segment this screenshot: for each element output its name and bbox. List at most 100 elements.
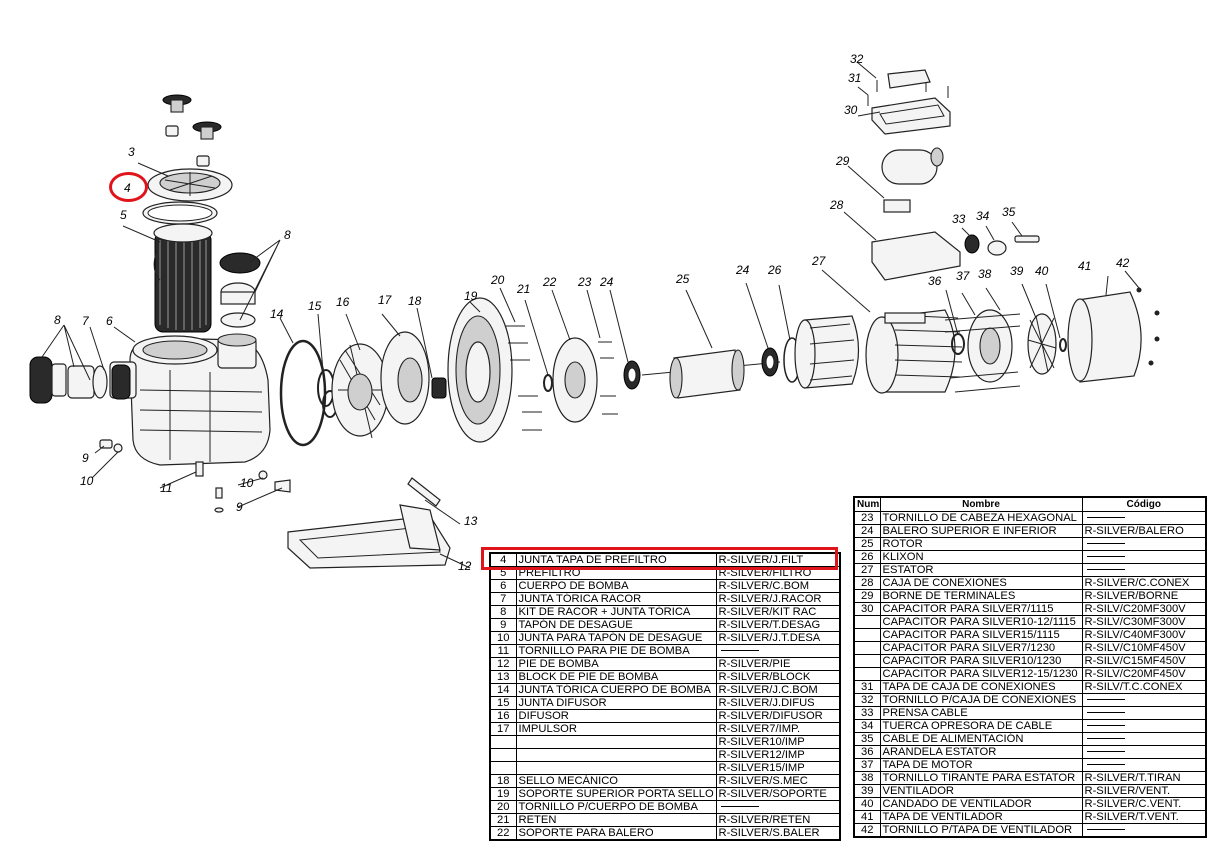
cell-name: KIT DE RACOR + JUNTA TÓRICA	[515, 605, 717, 619]
cell-code: R-SILV/C40MF300V	[1081, 628, 1207, 642]
callout-14: 14	[270, 307, 284, 321]
terminal-block	[883, 199, 911, 213]
terminal-box	[871, 231, 961, 281]
cell-name: CAPACITOR PARA SILVER10-12/1115	[879, 615, 1083, 629]
callout-7: 7	[82, 314, 90, 328]
cell-num: 6	[489, 579, 517, 593]
cell-name	[515, 735, 717, 749]
cell-code: R-SILV/C15MF450V	[1081, 654, 1207, 668]
cell-num: 15	[489, 696, 517, 710]
callout-29: 29	[835, 154, 850, 168]
cell-name: JUNTA TÓRICA RACOR	[515, 592, 717, 606]
cell-num: 30	[853, 602, 881, 616]
cell-name: BLOCK DE PIE DE BOMBA	[515, 670, 717, 684]
cell-num: 7	[489, 592, 517, 606]
cell-code: R-SILVER/C.CONEX	[1081, 576, 1207, 590]
cell-code	[1081, 823, 1207, 838]
callout-21: 21	[516, 282, 530, 296]
cell-code	[1081, 563, 1207, 577]
cell-num: 11	[489, 644, 517, 658]
cell-num: 29	[853, 589, 881, 603]
cell-code: R-SILVER/KIT RAC	[715, 605, 841, 619]
cell-code: R-SILV/C30MF300V	[1081, 615, 1207, 629]
cell-name: TORNILLO DE CABEZA HEXAGONAL	[879, 511, 1083, 525]
cell-code: R-SILVER/DIFUSOR	[715, 709, 841, 723]
cell-num: 16	[489, 709, 517, 723]
callout-28: 28	[829, 198, 844, 212]
header-num: Num.	[853, 496, 881, 512]
cell-name	[515, 748, 717, 762]
cell-code: R-SILVER12/IMP	[715, 748, 841, 762]
cell-code: R-SILVER/PIE	[715, 657, 841, 671]
cell-num: 8	[489, 605, 517, 619]
cell-num	[853, 615, 881, 629]
terminal-box-screws	[867, 80, 949, 106]
cell-num: 17	[489, 722, 517, 736]
cell-num: 10	[489, 631, 517, 645]
cell-name: JUNTA TÓRICA CUERPO DE BOMBA	[515, 683, 717, 697]
cell-num: 38	[853, 771, 881, 785]
cell-num: 26	[853, 550, 881, 564]
callout-9-right: 9	[236, 500, 243, 514]
capacitor	[881, 147, 944, 185]
cell-code: R-SILVER/BALERO	[1081, 524, 1207, 538]
terminal-box-lid	[871, 97, 951, 135]
union-kit-top	[219, 252, 261, 328]
cell-code: R-SILVER/T.TIRAN	[1081, 771, 1207, 785]
cell-num: 9	[489, 618, 517, 632]
highlight-circle	[109, 172, 148, 202]
cell-code: R-SILV/C20MF450V	[1081, 667, 1207, 681]
callout-39: 39	[1010, 264, 1024, 278]
rotor	[641, 349, 781, 399]
cell-num	[853, 641, 881, 655]
cell-code: R-SILVER/C.BOM	[715, 579, 841, 593]
retainer-and-bearing-support	[543, 337, 618, 423]
cell-code: R-SILVER/SOPORTE	[715, 787, 841, 801]
cell-num	[489, 735, 517, 749]
callout-16: 16	[336, 295, 350, 309]
cell-num: 19	[489, 787, 517, 801]
cell-num	[853, 628, 881, 642]
callout-42: 42	[1116, 256, 1130, 270]
cell-name: SOPORTE PARA BALERO	[515, 826, 717, 841]
screws-base	[195, 461, 224, 513]
cell-name: IMPULSOR	[515, 722, 717, 736]
prefilter-knobs	[162, 94, 222, 167]
cell-num	[853, 667, 881, 681]
table-row: R-SILVER10/IMP	[489, 735, 841, 749]
callout-32: 32	[850, 52, 864, 66]
cell-num: 36	[853, 745, 881, 759]
cell-code	[1081, 719, 1207, 733]
callout-8-left: 8	[54, 313, 61, 327]
pump-body	[109, 333, 271, 466]
tie-rods	[944, 313, 1021, 393]
cell-name: SOPORTE SUPERIOR PORTA SELLO	[515, 787, 717, 801]
callout-10-left: 10	[80, 474, 94, 488]
callout-8-top: 8	[284, 228, 291, 242]
cell-num: 41	[853, 810, 881, 824]
callout-3: 3	[128, 145, 135, 159]
cell-name: JUNTA PARA TAPÓN DE DESAGUE	[515, 631, 717, 645]
callout-20: 20	[490, 273, 505, 287]
callout-24-front: 24	[599, 275, 614, 289]
cell-code: R-SILVER/BORNE	[1081, 589, 1207, 603]
highlight-rectangle	[481, 547, 838, 570]
callout-13: 13	[464, 514, 478, 528]
table-header-row: Num. Nombre Código	[853, 496, 1207, 512]
